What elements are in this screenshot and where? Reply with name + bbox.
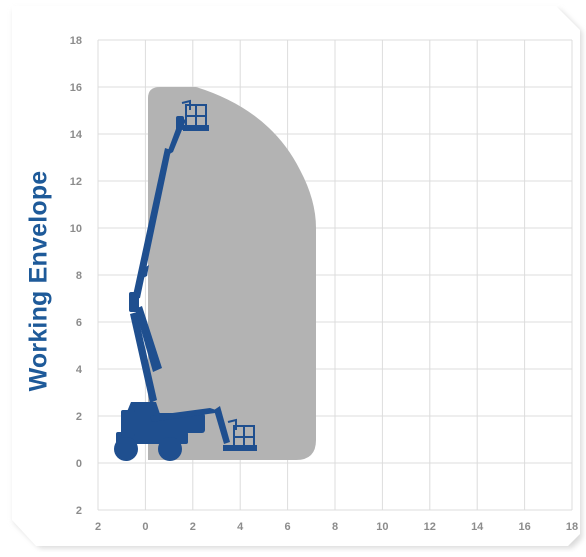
x-tick-label: 16 [518, 521, 530, 533]
working-envelope-area [148, 87, 316, 460]
y-tick-label: 4 [76, 364, 83, 376]
y-axis-tick-labels: 18 16 14 12 10 8 6 4 2 0 2 [70, 35, 83, 517]
y-tick-label: 0 [76, 458, 82, 470]
raised-platform-icon [181, 99, 209, 131]
y-tick-label: 2 [76, 505, 82, 517]
lowered-platform-icon [223, 418, 257, 451]
x-tick-label: 18 [566, 521, 578, 533]
lower-boom [130, 312, 157, 403]
y-tick-label: 2 [76, 411, 82, 423]
page-title: Working Envelope [24, 170, 53, 392]
boom-lift-machine [114, 99, 257, 461]
x-tick-label: 2 [95, 521, 101, 533]
x-tick-label: 10 [376, 521, 388, 533]
stowed-boom [150, 408, 222, 422]
stowed-jib [214, 406, 230, 444]
y-tick-label: 10 [70, 223, 82, 235]
x-tick-label: 8 [332, 521, 338, 533]
x-tick-label: 14 [471, 521, 484, 533]
y-tick-label: 6 [76, 317, 82, 329]
y-tick-label: 16 [70, 82, 82, 94]
x-tick-label: 6 [285, 521, 291, 533]
front-wheel [158, 437, 182, 461]
y-tick-label: 18 [70, 35, 82, 47]
y-tick-label: 8 [76, 270, 82, 282]
counterweight [121, 410, 135, 436]
x-tick-label: 2 [190, 521, 196, 533]
x-tick-label: 4 [237, 521, 244, 533]
upper-boom [132, 148, 171, 300]
turntable [123, 413, 205, 433]
x-axis-tick-labels: 2 0 2 4 6 8 10 12 14 16 18 [95, 521, 578, 533]
rear-wheel [114, 437, 138, 461]
x-tick-label: 12 [424, 521, 436, 533]
upper-boom-inner [139, 265, 149, 280]
x-tick-label: 0 [142, 521, 148, 533]
y-tick-label: 14 [70, 129, 83, 141]
jib-joint [176, 116, 184, 130]
lower-boom-outer [135, 306, 162, 372]
y-tick-label: 12 [70, 176, 82, 188]
